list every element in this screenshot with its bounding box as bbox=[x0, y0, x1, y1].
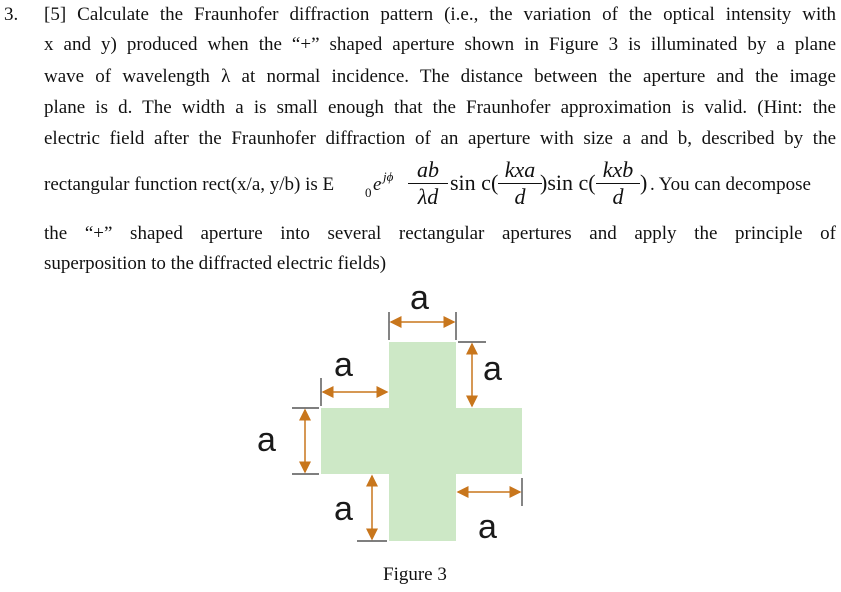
problem-line-3: wave of wavelength λ at normal incidence… bbox=[44, 66, 836, 87]
fraction-bar bbox=[408, 183, 448, 184]
figure-caption: Figure 3 bbox=[383, 564, 447, 585]
fraction-bar bbox=[498, 183, 542, 184]
formula-prefix: rectangular function rect(x/a, y/b) is E bbox=[44, 174, 335, 195]
formula-e-base: e bbox=[373, 174, 382, 195]
plus-aperture bbox=[321, 342, 522, 541]
problem-number: 3. bbox=[4, 4, 19, 25]
fraction-numerator: kxa bbox=[504, 157, 536, 182]
problem-line-7: the “+” shaped aperture into several rec… bbox=[44, 223, 836, 244]
problem-line-4: plane is d. The width a is small enough … bbox=[44, 97, 836, 118]
sinc-2-label: )sin c( bbox=[540, 170, 596, 195]
formula-e-sub: 0 bbox=[365, 185, 372, 200]
problem-line-2: x and y) produced when the “+” shaped ap… bbox=[44, 34, 836, 55]
label-upper-right-a: a bbox=[483, 350, 502, 388]
fraction-bar bbox=[596, 183, 640, 184]
label-lower-left-a: a bbox=[334, 490, 353, 528]
label-upper-left-a: a bbox=[334, 346, 353, 384]
problem-line-5: electric field after the Fraunhofer diff… bbox=[44, 128, 836, 149]
formula-e-sup: jϕ bbox=[383, 169, 394, 184]
formula-close-paren: ) bbox=[640, 170, 648, 195]
fraction-denominator: λd bbox=[417, 184, 439, 209]
fraction-denominator: d bbox=[612, 184, 624, 209]
fraction-numerator: kxb bbox=[602, 157, 634, 182]
problem-line-8: superposition to the diffracted electric… bbox=[44, 253, 387, 274]
formula-suffix: . You can decompose bbox=[650, 174, 811, 195]
label-lower-right-a: a bbox=[478, 508, 497, 546]
label-top-a: a bbox=[410, 279, 429, 317]
label-left-a: a bbox=[257, 421, 276, 459]
problem-line-1: [5] Calculate the Fraunhofer diffraction… bbox=[44, 4, 836, 25]
sinc-1-label: sin c( bbox=[450, 170, 499, 195]
fraction-kxb-over-d: kxb d bbox=[596, 158, 640, 209]
fraction-kxa-over-d: kxa d bbox=[498, 158, 542, 209]
fraction-numerator: ab bbox=[417, 157, 439, 182]
fraction-ab-over-lambda-d: ab λd bbox=[408, 158, 448, 209]
fraction-denominator: d bbox=[514, 184, 526, 209]
